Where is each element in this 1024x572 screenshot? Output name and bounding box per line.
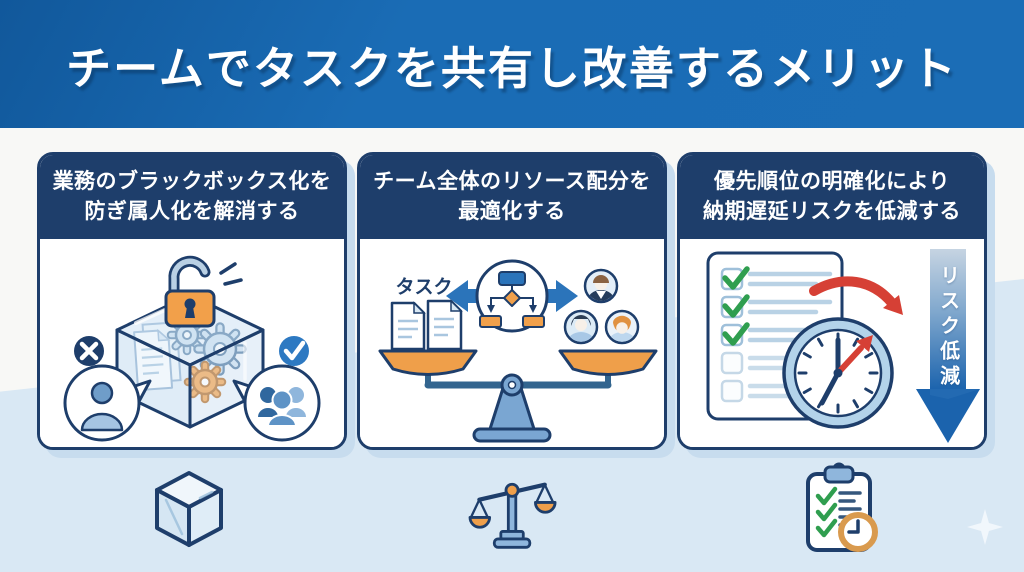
transparent-cube-icon bbox=[152, 468, 226, 552]
red-clock-hand bbox=[835, 345, 864, 376]
card-2-heading-line2: 最適化する bbox=[458, 200, 566, 223]
card-3-heading-line2: 納期遅延リスクを低減する bbox=[703, 200, 961, 223]
gears-icon bbox=[166, 314, 247, 404]
cards-row: 業務のブラックボックス化を 防ぎ属人化を解消する bbox=[37, 152, 987, 450]
card-3-header: 優先順位の明確化により 納期遅延リスクを低減する bbox=[680, 155, 984, 239]
single-person-bubble bbox=[63, 364, 152, 442]
checklist-clock-icon bbox=[798, 462, 884, 556]
x-mark-badge-icon bbox=[74, 336, 104, 366]
card-3-heading-line1: 優先順位の明確化により bbox=[713, 170, 951, 194]
card-1-illustration bbox=[40, 239, 344, 447]
card-1-heading-line2: 防ぎ属人化を解消する bbox=[84, 200, 300, 223]
card-2-heading-line1: チーム全体のリソース配分を bbox=[373, 170, 651, 194]
balance-illustration-svg: タスク bbox=[378, 259, 658, 443]
card-3-illustration: リスク低減 bbox=[680, 239, 984, 447]
title-banner: チームでタスクを共有し改善するメリット bbox=[0, 0, 1024, 128]
check-badge-icon bbox=[279, 336, 309, 366]
avatar-woman-icon bbox=[604, 309, 640, 345]
balance-scale-icon bbox=[378, 349, 658, 443]
unlock-motion-lines-icon bbox=[219, 262, 243, 286]
card-2-header: チーム全体のリソース配分を 最適化する bbox=[360, 155, 664, 239]
card-2-illustration: タスク bbox=[360, 239, 664, 447]
benefit-card-resources: チーム全体のリソース配分を 最適化する bbox=[357, 152, 667, 450]
risk-reduction-label: リスク低減 bbox=[936, 265, 959, 390]
time-sweep-arrow-icon bbox=[809, 276, 903, 315]
blackbox-illustration-svg bbox=[63, 255, 321, 442]
benefit-card-deadline: 優先順位の明確化により 納期遅延リスクを低減する bbox=[677, 152, 987, 450]
flowchart-circle-icon bbox=[475, 259, 549, 333]
avatar-person-icon bbox=[563, 309, 599, 345]
open-padlock-icon bbox=[164, 255, 216, 328]
team-group-icon bbox=[258, 387, 306, 427]
person-icon bbox=[80, 381, 124, 432]
task-documents-icon bbox=[390, 299, 463, 351]
team-bubble bbox=[232, 364, 321, 442]
card-1-header: 業務のブラックボックス化を 防ぎ属人化を解消する bbox=[40, 155, 344, 239]
deadline-illustration-svg bbox=[706, 249, 980, 443]
card-1-heading-line1: 業務のブラックボックス化を bbox=[52, 170, 332, 194]
avatar-man-icon bbox=[583, 268, 619, 304]
benefit-card-blackbox: 業務のブラックボックス化を 防ぎ属人化を解消する bbox=[37, 152, 347, 450]
task-label: タスク bbox=[395, 276, 452, 298]
risk-down-arrow-icon bbox=[916, 249, 980, 443]
balance-scale-icon bbox=[467, 466, 559, 552]
main-title: チームでタスクを共有し改善するメリット bbox=[66, 42, 958, 94]
clock-icon bbox=[782, 317, 894, 429]
